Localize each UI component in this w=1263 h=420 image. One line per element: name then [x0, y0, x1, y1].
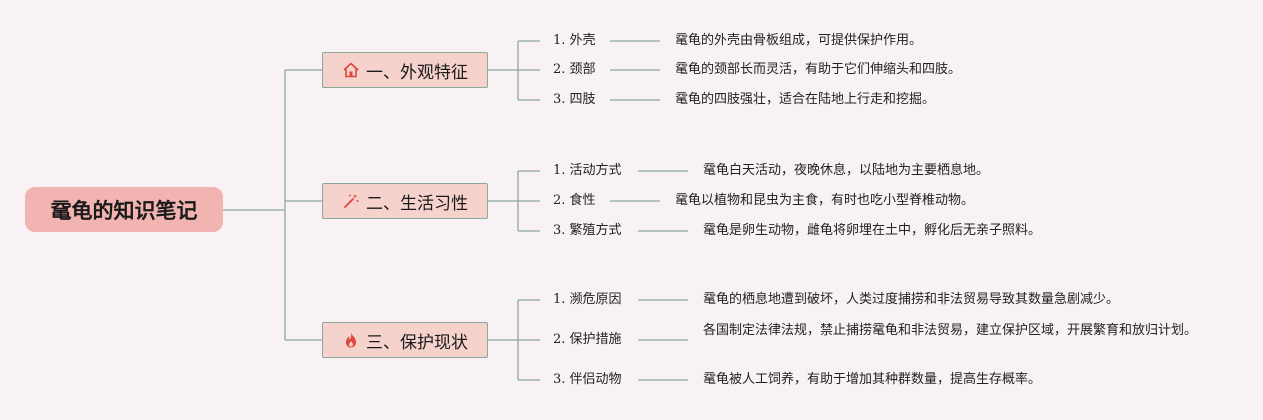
magic-wand-icon	[344, 194, 359, 208]
leaf-item[interactable]: 2. 食性	[553, 193, 596, 208]
leaf-note: 鼋龟是卵生动物，雌龟将卵埋在土中，孵化后无亲子照料。	[703, 223, 1042, 238]
branch-label: 二、生活习性	[366, 193, 468, 214]
leaf-item[interactable]: 2. 颈部	[553, 62, 596, 77]
branch-label: 一、外观特征	[366, 62, 468, 83]
leaf-item[interactable]: 1. 外壳	[553, 33, 596, 48]
root-title: 鼋龟的知识笔记	[50, 198, 198, 223]
leaf-note: 鼋龟以植物和昆虫为主食，有时也吃小型脊椎动物。	[675, 193, 975, 208]
branch-label: 三、保护现状	[366, 332, 468, 353]
leaf-item[interactable]: 3. 四肢	[553, 92, 596, 107]
leaf-note: 鼋龟的颈部长而灵活，有助于它们伸缩头和四肢。	[675, 62, 962, 77]
leaf-note: 鼋龟被人工饲养，有助于增加其种群数量，提高生存概率。	[703, 372, 1042, 387]
leaf-note: 鼋龟的栖息地遭到破坏，人类过度捕捞和非法贸易导致其数量急剧减少。	[703, 292, 1120, 307]
flame-icon	[346, 332, 356, 348]
branch-habits[interactable]: 二、生活习性	[322, 183, 488, 219]
leaf-note: 鼋龟的四肢强壮，适合在陆地上行走和挖掘。	[675, 92, 936, 107]
leaf-item[interactable]: 2. 保护措施	[553, 332, 622, 347]
leaf-note: 鼋龟的外壳由骨板组成，可提供保护作用。	[675, 33, 923, 48]
leaf-item[interactable]: 3. 伴侣动物	[553, 372, 622, 387]
leaf-note: 鼋龟白天活动，夜晚休息，以陆地为主要栖息地。	[703, 163, 990, 178]
branch-conservation[interactable]: 三、保护现状	[322, 322, 488, 358]
leaf-item[interactable]: 1. 濒危原因	[553, 292, 622, 307]
leaf-item[interactable]: 3. 繁殖方式	[553, 223, 622, 238]
leaf-note: 各国制定法律法规，禁止捕捞鼋龟和非法贸易，建立保护区域，开展繁育和放归计划。	[703, 323, 1198, 338]
leaf-item[interactable]: 1. 活动方式	[553, 163, 622, 178]
branch-appearance[interactable]: 一、外观特征	[322, 52, 488, 88]
root-node[interactable]: 鼋龟的知识笔记	[25, 187, 223, 232]
house-icon	[343, 62, 359, 78]
